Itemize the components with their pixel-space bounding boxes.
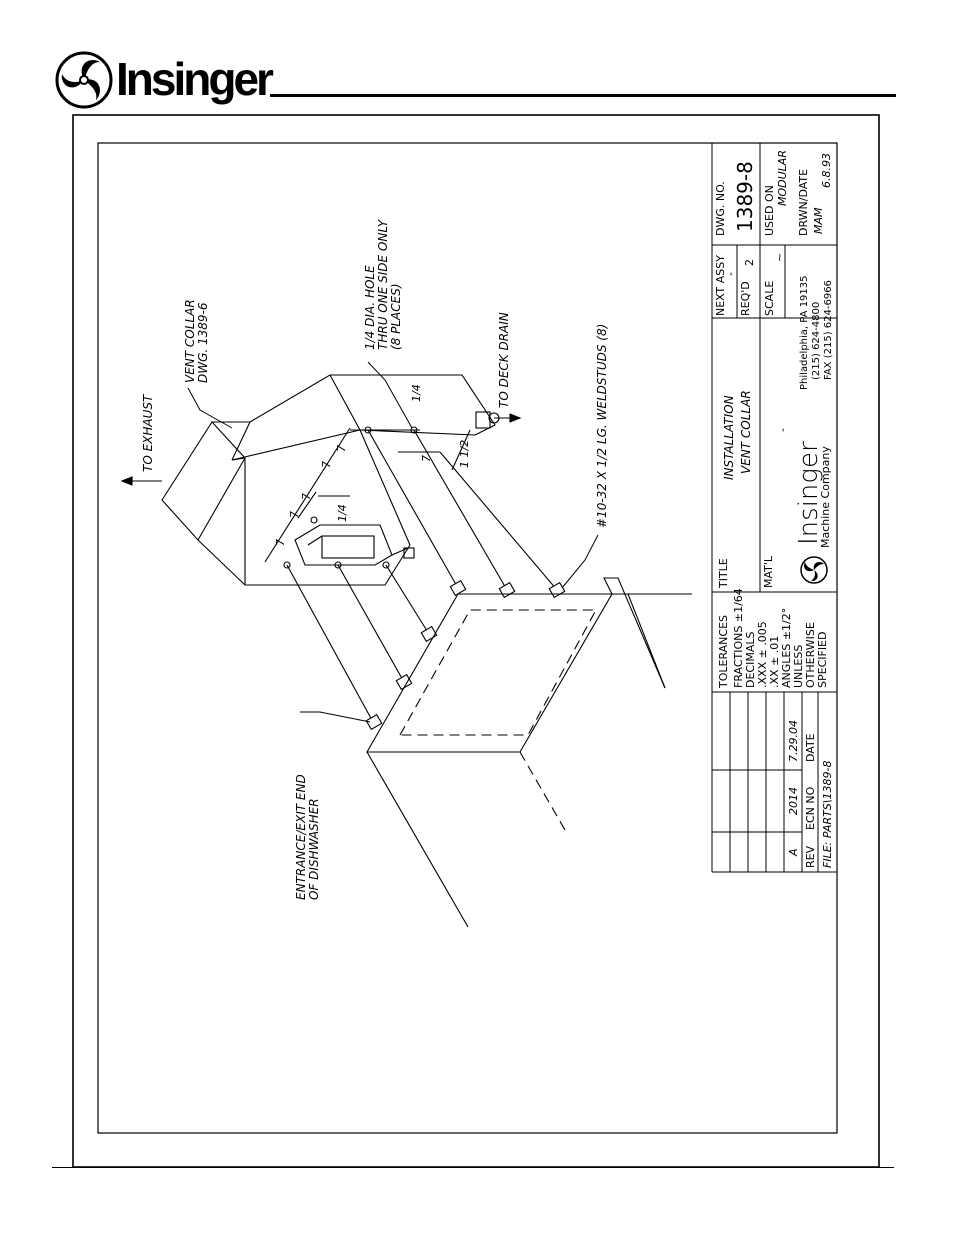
insinger-swirl-icon bbox=[55, 51, 113, 109]
next-assy-value: - bbox=[724, 272, 737, 276]
rev-value: A bbox=[787, 848, 800, 857]
vent-collar-label-2: DWG. 1389-6 bbox=[196, 302, 210, 383]
company-swirl-icon bbox=[800, 556, 828, 584]
drwn-by: MAM bbox=[812, 207, 825, 234]
entrance-label-1: ENTRANCE/EXIT END bbox=[294, 774, 308, 900]
dimension-labels: 7 7 7 7 7 1/4 1/4 7 1 1/2 bbox=[274, 384, 471, 546]
title-line1: INSTALLATION bbox=[722, 395, 736, 480]
matl-label: MAT'L bbox=[762, 555, 775, 588]
rev-label: REV bbox=[804, 845, 817, 868]
used-on-value: MODULAR bbox=[776, 150, 789, 206]
flow-arrows bbox=[120, 413, 522, 486]
tol-decimals: DECIMALS bbox=[744, 632, 757, 688]
dim-seven-f: 7 bbox=[420, 455, 433, 462]
title-label: TITLE bbox=[717, 558, 730, 589]
page-header: Insinger bbox=[0, 0, 954, 115]
tol-unless: UNLESS bbox=[792, 645, 805, 688]
entrance-label-2: OF DISHWASHER bbox=[307, 798, 321, 900]
tol-fractions: FRACTIONS ±1/64 bbox=[732, 588, 745, 688]
title-block-text: DWG. NO. 1389-8 USED ON MODULAR DRWN/DAT… bbox=[714, 150, 834, 868]
next-assy-label: NEXT ASSY bbox=[714, 255, 727, 316]
ecn-label: ECN NO bbox=[804, 786, 817, 830]
header-rule bbox=[270, 94, 896, 97]
reqd-value: 2 bbox=[743, 259, 756, 266]
dim-one-half: 1 1/2 bbox=[458, 440, 471, 468]
vent-collar-label-1: VENT COLLAR bbox=[183, 299, 197, 383]
reqd-label: REQ'D bbox=[739, 281, 752, 316]
insinger-logo: Insinger bbox=[52, 48, 278, 110]
scale-value: ~ bbox=[773, 253, 786, 262]
title-line2: VENT COLLAR bbox=[739, 390, 753, 474]
dim-7-c: 7 bbox=[300, 493, 313, 500]
date-value: 7.29.04 bbox=[787, 720, 800, 762]
title-block bbox=[711, 143, 837, 873]
vent-collar-assembly bbox=[161, 374, 692, 928]
drwn-label: DRWN/DATE bbox=[797, 169, 810, 236]
scale-label: SCALE bbox=[763, 281, 776, 316]
tol-angles: ANGLES ±1/2° bbox=[780, 608, 793, 688]
hole-label-2: THRU ONE SIDE ONLY bbox=[376, 218, 390, 350]
used-on-label: USED ON bbox=[763, 185, 776, 236]
to-exhaust-label: TO EXHAUST bbox=[141, 393, 155, 472]
date-label: DATE bbox=[804, 733, 817, 762]
company-name: Insinger bbox=[794, 441, 824, 545]
dwg-no-value: 1389-8 bbox=[733, 161, 757, 232]
dim-quarter-b: 1/4 bbox=[410, 384, 423, 402]
dim-quarter-a: 1/4 bbox=[336, 504, 349, 522]
tol-xx: .XX ± .01 bbox=[768, 636, 781, 688]
address-fax: FAX (215) 624-6966 bbox=[823, 280, 834, 380]
brand-name: Insinger bbox=[116, 53, 274, 105]
leader-lines bbox=[187, 361, 599, 723]
dim-7-e: 7 bbox=[335, 445, 348, 452]
tol-specified: SPECIFIED bbox=[816, 632, 829, 688]
tol-xxx: .XXX ± .005 bbox=[756, 621, 769, 688]
dim-7-a: 7 bbox=[274, 539, 287, 546]
address-phone: (215) 624-4800 bbox=[811, 302, 822, 380]
hole-label-1: 1/4 DIA. HOLE bbox=[363, 265, 377, 350]
dwg-no-label: DWG. NO. bbox=[714, 181, 727, 236]
drwn-date: 6.8.93 bbox=[820, 153, 833, 188]
weldstuds-label: #10-32 X 1/2 LG. WELDSTUDS (8) bbox=[595, 324, 609, 528]
tol-otherwise: OTHERWISE bbox=[804, 622, 817, 688]
tolerances-title: TOLERANCES bbox=[717, 615, 730, 689]
hole-label-3: (8 PLACES) bbox=[389, 283, 403, 350]
footer-rule bbox=[52, 1167, 894, 1168]
dim-7-b: 7 bbox=[288, 511, 301, 518]
to-deck-drain-label: TO DECK DRAIN bbox=[497, 312, 511, 408]
inner-frame bbox=[97, 142, 838, 1134]
ecn-value: 2014 bbox=[787, 787, 800, 815]
address-city: Philadelphia, PA 19135 bbox=[799, 275, 810, 390]
file-label: FILE: PARTS\1389-8 bbox=[821, 761, 834, 868]
matl-value: - bbox=[776, 428, 789, 432]
company-sub: Machine Company bbox=[819, 446, 832, 548]
drawing-labels: TO EXHAUST VENT COLLAR DWG. 1389-6 1/4 D… bbox=[141, 218, 609, 900]
dim-7-d: 7 bbox=[320, 461, 333, 468]
exhaust-opening bbox=[161, 421, 246, 541]
